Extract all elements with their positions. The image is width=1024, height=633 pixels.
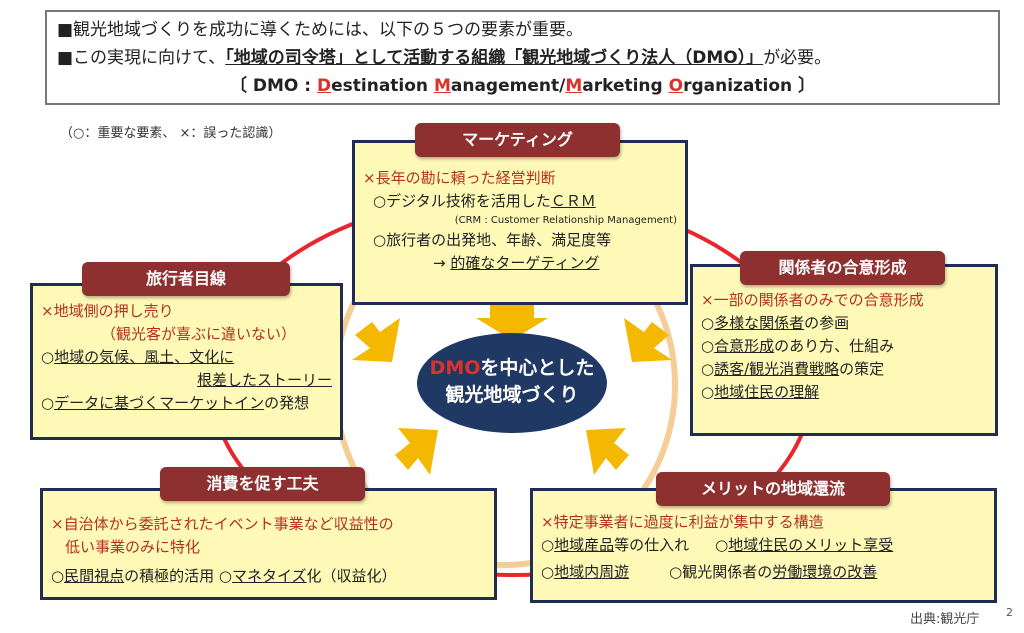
dmo-open: 〔 DMO : — [229, 76, 317, 96]
text: 観光関係者の — [682, 563, 773, 581]
circle-mark: ○ — [218, 567, 232, 585]
arrows — [352, 305, 672, 475]
word-marketing: arketing — [582, 76, 669, 96]
legend: （○：重要な要素、 ×：誤った認識） — [60, 126, 282, 141]
crm-note: (CRM : Customer Relationship Management) — [454, 215, 677, 226]
arrow-text: → — [433, 254, 451, 272]
circle-mark: ○ — [715, 536, 729, 554]
text: 化（収益化） — [306, 567, 397, 585]
arrow-from-left — [352, 318, 400, 362]
circle-mark: ○ — [541, 536, 555, 554]
text: の発想 — [264, 394, 310, 412]
marketing-box: ×長年の勘に頼った経営判断 ○デジタル技術を活用したＣＲＭ (CRM : Cus… — [352, 140, 688, 305]
text-underlined: マネタイズ — [231, 567, 307, 585]
circle-mark: ○ — [41, 348, 55, 366]
text-underlined: 労働環境の改善 — [772, 563, 878, 581]
traveler-good-2: ○データに基づくマーケットインの発想 — [41, 392, 332, 415]
text: 等の仕入れ — [614, 536, 690, 554]
arrow-from-top — [476, 305, 548, 340]
text-underlined: 地域の気候、風土、文化に — [54, 348, 235, 366]
circle-mark: ○ — [701, 383, 715, 401]
marketing-good-2: ○旅行者の出発地、年齢、満足度等 — [373, 231, 612, 249]
text-underlined: 地域産品 — [554, 536, 615, 554]
consumption-box: ×自治体から委託されたイベント事業など収益性の 低い事業のみに特化 ○民間視点の… — [40, 488, 497, 600]
center-line-1: DMOを中心とした — [417, 355, 607, 382]
traveler-good-1: ○地域の気候、風土、文化に — [41, 346, 332, 369]
summary-box: ■観光地域づくりを成功に導くためには、以下の５つの要素が重要。 ■この実現に向け… — [45, 10, 1000, 105]
center-dmo-ellipse: DMOを中心とした 観光地域づくり — [417, 333, 607, 433]
center-dmo-text: DMO — [429, 357, 481, 379]
consumption-good: ○民間視点の積極的活用 ○マネタイズ化（収益化） — [51, 565, 486, 588]
letter-m2: M — [565, 76, 583, 96]
text-underlined: 的確なターゲティング — [450, 254, 600, 272]
merit-title: メリットの地域還流 — [656, 472, 890, 506]
letter-d: D — [316, 76, 332, 96]
merit-good-row-1: ○地域産品等の仕入れ○地域住民のメリット享受 — [541, 534, 986, 557]
text: の参画 — [804, 314, 850, 332]
merit-box: ×特定事業者に過度に利益が集中する構造 ○地域産品等の仕入れ○地域住民のメリット… — [530, 488, 997, 603]
text: ○デジタル技術を活用した — [373, 192, 551, 210]
text-underlined: 誘客/観光消費戦略 — [714, 360, 840, 378]
arrow-from-bottom-left — [395, 428, 438, 475]
circle-mark: ○ — [41, 394, 55, 412]
traveler-bad-2: （観光客が喜ぶに違いない） — [101, 325, 297, 343]
text: のあり方、仕組み — [774, 337, 895, 355]
dmo-close: 〕 — [798, 76, 816, 96]
summary-line-2-pre: ■この実現に向けて、 — [57, 48, 226, 68]
marketing-good-3: → 的確なターゲティング — [363, 252, 677, 275]
traveler-good-1b: 根差したストーリー — [41, 369, 332, 392]
text-underlined: 地域住民の理解 — [714, 383, 820, 401]
circle-mark: ○ — [541, 563, 555, 581]
center-line-1-rest: を中心とした — [480, 357, 595, 379]
arrow-from-bottom-right — [586, 428, 629, 475]
traveler-title: 旅行者目線 — [82, 262, 290, 296]
text-underlined: 地域内周遊 — [554, 563, 630, 581]
marketing-title: マーケティング — [415, 123, 620, 157]
text: の積極的活用 — [124, 567, 219, 585]
dmo-definition: 〔 DMO : Destination Management/Marketing… — [57, 72, 988, 100]
merit-good-row-2: ○地域内周遊○観光関係者の労働環境の改善 — [541, 561, 986, 584]
summary-line-2-post: が必要。 — [763, 48, 832, 68]
text: の策定 — [839, 360, 885, 378]
summary-line-2: ■この実現に向けて、「地域の司令塔」として活動する組織「観光地域づくり法人（DM… — [57, 44, 988, 72]
text-underlined: 多様な関係者 — [714, 314, 805, 332]
stakeholder-good-1: ○多様な関係者の参画 — [701, 312, 987, 335]
word-management: anagement/ — [450, 76, 566, 96]
source-credit: 出典:観光庁 — [910, 612, 980, 627]
circle-mark: ○ — [701, 337, 715, 355]
consumption-bad-1: ×自治体から委託されたイベント事業など収益性の — [51, 515, 394, 533]
marketing-good-1: ○デジタル技術を活用したＣＲＭ — [363, 190, 677, 213]
text-underlined: 根差したストーリー — [196, 371, 332, 389]
page-number: 2 — [1006, 606, 1013, 619]
letter-m1: M — [433, 76, 451, 96]
center-line-2: 観光地域づくり — [445, 384, 579, 406]
circle-mark: ○ — [51, 567, 65, 585]
letter-o: O — [668, 76, 684, 96]
summary-line-2-emphasis: 「地域の司令塔」として活動する組織「観光地域づくり法人（DMO）」 — [225, 48, 764, 68]
text-underlined: 地域住民のメリット享受 — [728, 536, 894, 554]
word-destination: estination — [331, 76, 434, 96]
stakeholder-title: 関係者の合意形成 — [740, 251, 945, 285]
text-underlined: ＣＲＭ — [550, 192, 596, 210]
word-organization: rganization — [683, 76, 799, 96]
arrow-from-right — [624, 318, 672, 362]
text-underlined: 民間視点 — [64, 567, 125, 585]
text-underlined: 合意形成 — [714, 337, 775, 355]
circle-mark: ○ — [701, 314, 715, 332]
stakeholder-good-2: ○合意形成のあり方、仕組み — [701, 335, 987, 358]
stakeholder-box: ×一部の関係者のみでの合意形成 ○多様な関係者の参画 ○合意形成のあり方、仕組み… — [690, 264, 998, 436]
summary-line-1: ■観光地域づくりを成功に導くためには、以下の５つの要素が重要。 — [57, 20, 584, 40]
stakeholder-bad: ×一部の関係者のみでの合意形成 — [701, 291, 924, 309]
circle-mark: ○ — [669, 563, 683, 581]
merit-bad: ×特定事業者に過度に利益が集中する構造 — [541, 513, 824, 531]
circle-mark: ○ — [701, 360, 715, 378]
text-underlined: データに基づくマーケットイン — [54, 394, 265, 412]
consumption-bad-2: 低い事業のみに特化 — [65, 538, 201, 556]
stakeholder-good-3: ○誘客/観光消費戦略の策定 — [701, 358, 987, 381]
consumption-title: 消費を促す工夫 — [160, 467, 365, 501]
traveler-bad-1: ×地域側の押し売り — [41, 302, 174, 320]
stakeholder-good-4: ○地域住民の理解 — [701, 381, 987, 404]
traveler-box: ×地域側の押し売り （観光客が喜ぶに違いない） ○地域の気候、風土、文化に 根差… — [30, 283, 343, 440]
marketing-bad: ×長年の勘に頼った経営判断 — [363, 169, 556, 187]
